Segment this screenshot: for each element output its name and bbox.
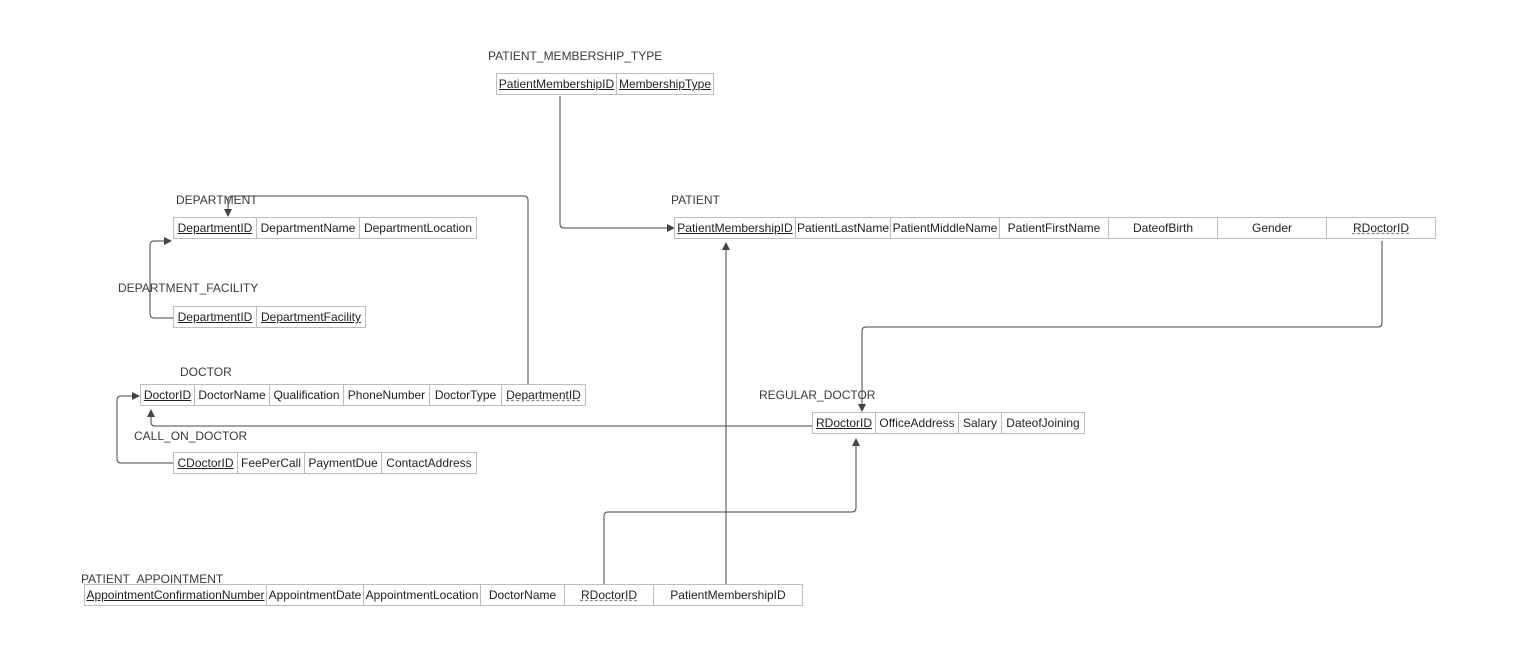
column-c-doctor-id: CDoctorID	[174, 453, 238, 473]
column-doctor-id: DoctorID	[141, 385, 195, 405]
column-date-of-birth: DateofBirth	[1109, 218, 1218, 238]
table-doctor[interactable]: DoctorID DoctorName Qualification PhoneN…	[140, 384, 586, 406]
table-title-regular-doctor: REGULAR_DOCTOR	[759, 388, 876, 402]
column-department-location: DepartmentLocation	[363, 221, 473, 235]
column-fee-per-call: FeePerCall	[238, 453, 305, 473]
table-patient-appointment[interactable]: AppointmentConfirmationNumber Appointmen…	[84, 584, 803, 606]
column-r-doctor-id: RDoctorID	[813, 413, 876, 433]
connector-patient-to-regulardoctor	[858, 241, 1383, 412]
column-office-address: OfficeAddress	[876, 413, 959, 433]
table-regular-doctor[interactable]: RDoctorID OfficeAddress Salary DateofJoi…	[812, 412, 1085, 434]
column-qualification: Qualification	[270, 385, 344, 405]
connector-calldoctor-to-doctor	[116, 392, 174, 464]
column-patient-last-name: PatientLastName	[796, 218, 891, 238]
table-patient-membership-type[interactable]: PatientMembershipID MembershipType	[496, 73, 714, 95]
column-doctor-type: DoctorType	[430, 385, 502, 405]
column-department-id: DepartmentID	[174, 218, 257, 238]
column-patient-membership-id: PatientMembershipID	[675, 218, 796, 238]
connector-appointment-to-regulardoctor	[603, 438, 860, 584]
connector-doctor-to-department	[224, 195, 529, 385]
column-date-of-joining: DateofJoining	[1006, 416, 1080, 430]
column-r-doctor-id: RDoctorID	[565, 585, 654, 605]
table-title-department-facility: DEPARTMENT_FACILITY	[118, 281, 259, 295]
column-department-facility: DepartmentFacility	[260, 310, 362, 324]
table-title-doctor: DOCTOR	[180, 365, 232, 379]
column-doctor-name: DoctorName	[195, 385, 270, 405]
column-department-id: DepartmentID	[174, 307, 257, 327]
table-department[interactable]: DepartmentID DepartmentName DepartmentLo…	[173, 217, 477, 239]
column-appointment-confirmation-number: AppointmentConfirmationNumber	[85, 585, 267, 605]
table-department-facility[interactable]: DepartmentID DepartmentFacility	[173, 306, 366, 328]
column-payment-due: PaymentDue	[305, 453, 382, 473]
table-title-patient-appointment: PATIENT_APPOINTMENT	[81, 572, 224, 586]
table-patient[interactable]: PatientMembershipID PatientLastName Pati…	[674, 217, 1436, 239]
column-membership-type: MembershipType	[618, 77, 712, 91]
column-department-name: DepartmentName	[257, 218, 360, 238]
table-call-on-doctor[interactable]: CDoctorID FeePerCall PaymentDue ContactA…	[173, 452, 477, 474]
column-r-doctor-id: RDoctorID	[1352, 221, 1409, 235]
connector-facility-to-department	[149, 237, 174, 319]
connector-membership-to-patient	[559, 96, 675, 232]
column-appointment-location: AppointmentLocation	[364, 585, 481, 605]
table-title-department: DEPARTMENT	[176, 193, 258, 207]
column-doctor-name: DoctorName	[481, 585, 565, 605]
column-patient-membership-id: PatientMembershipID	[670, 588, 786, 602]
column-salary: Salary	[959, 413, 1002, 433]
column-phone-number: PhoneNumber	[344, 385, 430, 405]
column-department-id: DepartmentID	[506, 388, 581, 402]
column-appointment-date: AppointmentDate	[267, 585, 364, 605]
column-patient-first-name: PatientFirstName	[1000, 218, 1109, 238]
column-contact-address: ContactAddress	[386, 456, 472, 470]
table-title-call-on-doctor: CALL_ON_DOCTOR	[134, 429, 248, 443]
table-title-patient: PATIENT	[671, 193, 720, 207]
column-patient-middle-name: PatientMiddleName	[891, 218, 1000, 238]
table-title-patient-membership-type: PATIENT_MEMBERSHIP_TYPE	[488, 49, 663, 63]
connector-regulardoctor-to-doctor	[147, 409, 813, 427]
column-patient-membership-id: PatientMembershipID	[497, 74, 617, 94]
column-gender: Gender	[1218, 218, 1327, 238]
